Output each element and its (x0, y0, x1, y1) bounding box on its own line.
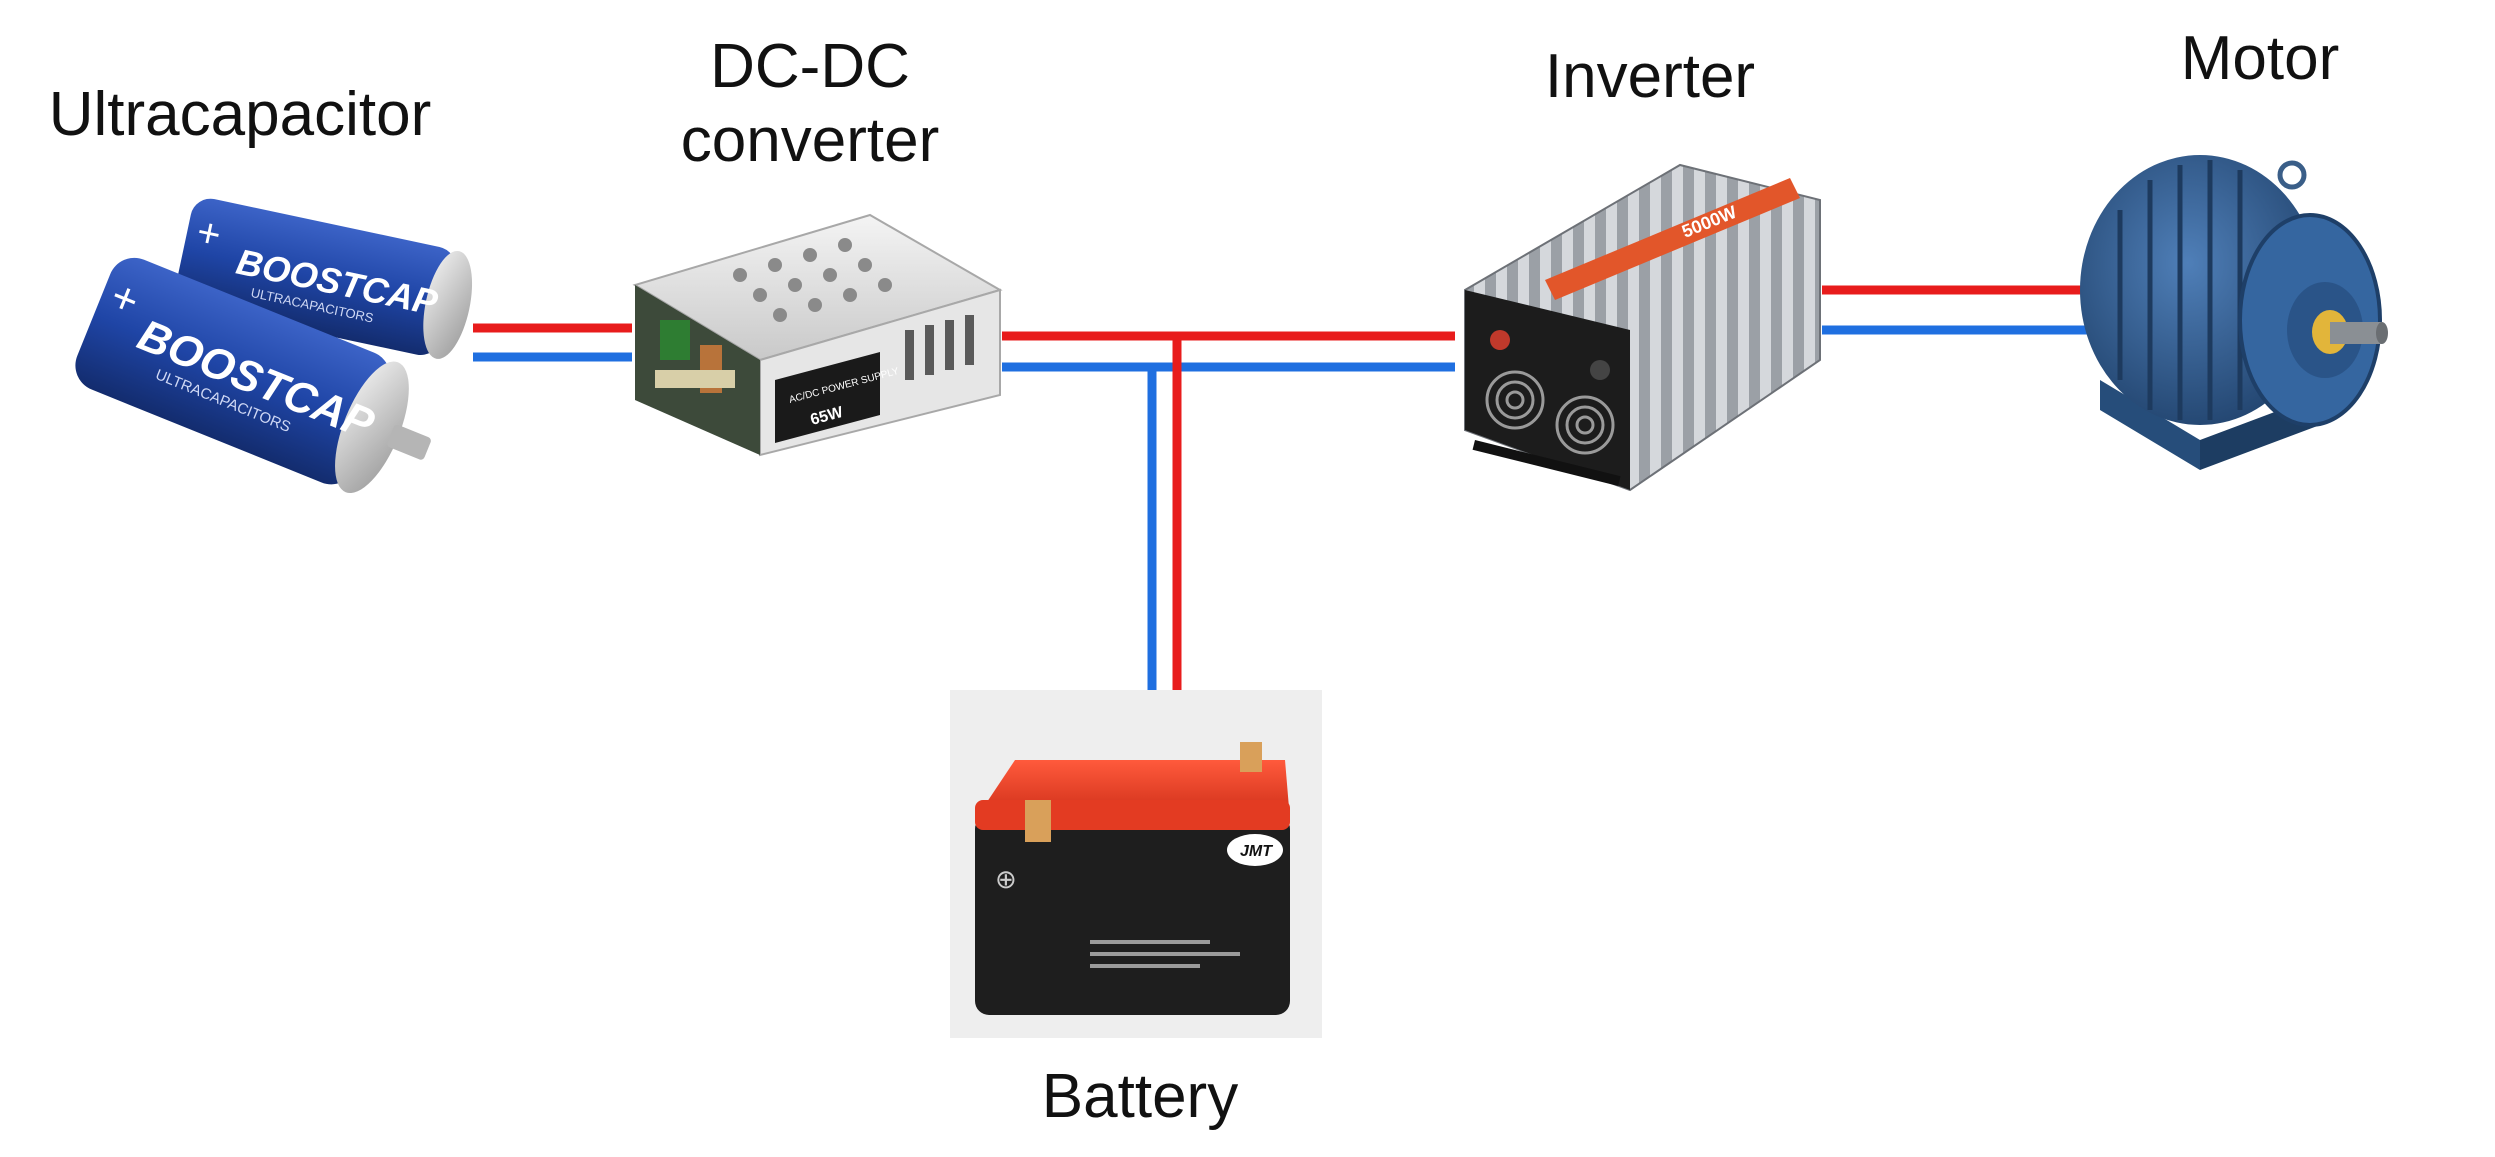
ultracapacitor-image: BOOSTCAP ULTRACAPACITORS + BOOSTCAP ULTR… (75, 198, 473, 494)
dcdc-label-line2: converter (680, 106, 940, 175)
battery-label: Battery (1041, 1062, 1239, 1131)
dcdc-converter-label: DC-DC converter (640, 30, 980, 178)
motor-image (2080, 155, 2388, 470)
dcdc-converter-image: AC/DC POWER SUPPLY 65W (632, 213, 1003, 457)
dcdc-label-line1: DC-DC (710, 32, 910, 101)
inverter-label: Inverter (1544, 42, 1756, 111)
wiring (473, 285, 2090, 690)
inverter-image: 5000W (1464, 163, 1821, 492)
battery-image: JMT ⊕ (950, 690, 1322, 1038)
battery-brand-text: JMT (1240, 843, 1273, 860)
ultracapacitor-label: Ultracapacitor (48, 80, 432, 149)
motor-label: Motor (2180, 24, 2340, 93)
svg-text:⊕: ⊕ (995, 864, 1017, 894)
